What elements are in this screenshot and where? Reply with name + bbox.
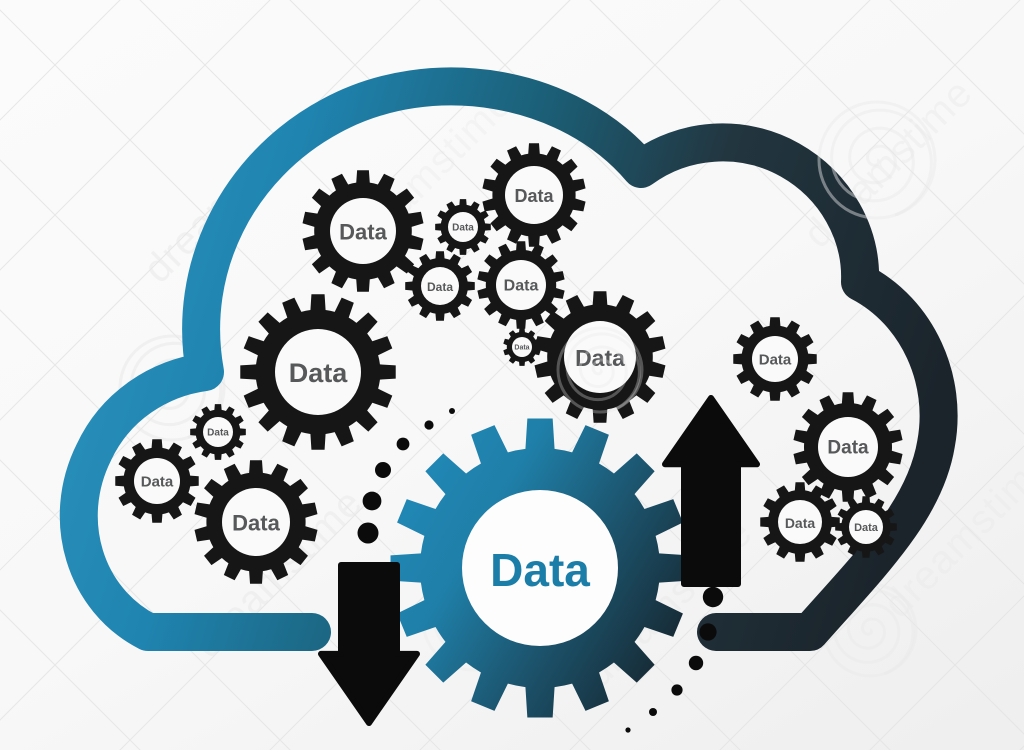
data-gear[interactable]: Data (115, 439, 199, 523)
data-gear[interactable]: Data (477, 241, 565, 329)
data-gear[interactable]: Data (835, 496, 897, 558)
gear-hub (778, 500, 822, 544)
gear-label: Data (452, 223, 474, 234)
flow-dot (396, 437, 410, 451)
gear-hub (203, 417, 233, 447)
data-gear[interactable]: Data (503, 328, 541, 366)
cloud-outline (59, 67, 958, 651)
arrow-up (662, 395, 760, 587)
gear-label: Data (141, 474, 174, 491)
flow-dot (625, 727, 631, 733)
flow-dot (702, 586, 724, 608)
center-gear-hub (462, 490, 618, 646)
center-data-gear[interactable]: Data (390, 418, 690, 718)
gear-hub (564, 321, 636, 393)
gear-hub (275, 329, 361, 415)
flow-dot (362, 491, 382, 511)
gear-label: Data (339, 220, 387, 245)
data-gear[interactable]: Data (760, 482, 840, 562)
gear-label: Data (289, 358, 349, 388)
flow-dot (649, 708, 657, 716)
gear-label: Data (207, 428, 229, 439)
data-gear[interactable]: Data (482, 143, 586, 247)
data-gear[interactable]: Data (793, 392, 903, 502)
data-gear[interactable]: Data (405, 251, 475, 321)
watermark-spiral (565, 332, 641, 412)
data-gear[interactable]: Data (240, 294, 396, 450)
gear-label: Data (504, 278, 539, 295)
gear-label: Data (427, 280, 453, 294)
flow-dot (688, 655, 704, 671)
gear-hub (505, 166, 563, 224)
gear-hub (134, 458, 180, 504)
data-gear[interactable]: Data (534, 291, 666, 423)
gear-hub (496, 260, 546, 310)
watermark-spiral (830, 108, 933, 217)
gear-hub (818, 417, 878, 477)
gear-label: Data (232, 511, 280, 536)
gear-label: Data (575, 345, 625, 371)
gear-hub (222, 488, 290, 556)
center-gear-label: Data (490, 544, 590, 596)
flow-dot (699, 623, 717, 641)
flow-dot (424, 420, 434, 430)
gear-label: Data (514, 345, 529, 352)
flow-dot (671, 684, 683, 696)
data-gear[interactable]: Data (190, 404, 246, 460)
gear-hub (849, 510, 883, 544)
dot-trail-left (357, 408, 455, 544)
flow-dot (357, 522, 379, 544)
gear-hub (448, 212, 478, 242)
gear-label: Data (514, 186, 554, 206)
gear-hub (330, 198, 396, 264)
dot-trail-right (625, 586, 724, 733)
flow-dot (449, 408, 455, 414)
gear-label: Data (785, 515, 816, 531)
gear-label: Data (827, 438, 869, 459)
data-gear[interactable]: Data (194, 460, 318, 584)
gear-label: Data (854, 522, 879, 534)
watermark-spiral-ring (556, 326, 644, 414)
watermark-spirals-foreground (556, 100, 937, 414)
flow-dot (375, 462, 391, 478)
data-gear[interactable]: Data (733, 317, 817, 401)
data-gear[interactable]: Data (435, 199, 491, 255)
watermark-spiral-ring (817, 100, 937, 220)
arrow-down (318, 562, 420, 726)
gear-label: Data (759, 352, 792, 369)
gear-hub (421, 267, 459, 305)
data-flow-arrows (318, 395, 760, 726)
watermark-spiral-ring (118, 334, 226, 442)
gear-hub (512, 337, 532, 357)
gear-hub (752, 336, 798, 382)
data-gear[interactable]: Data (302, 170, 424, 292)
